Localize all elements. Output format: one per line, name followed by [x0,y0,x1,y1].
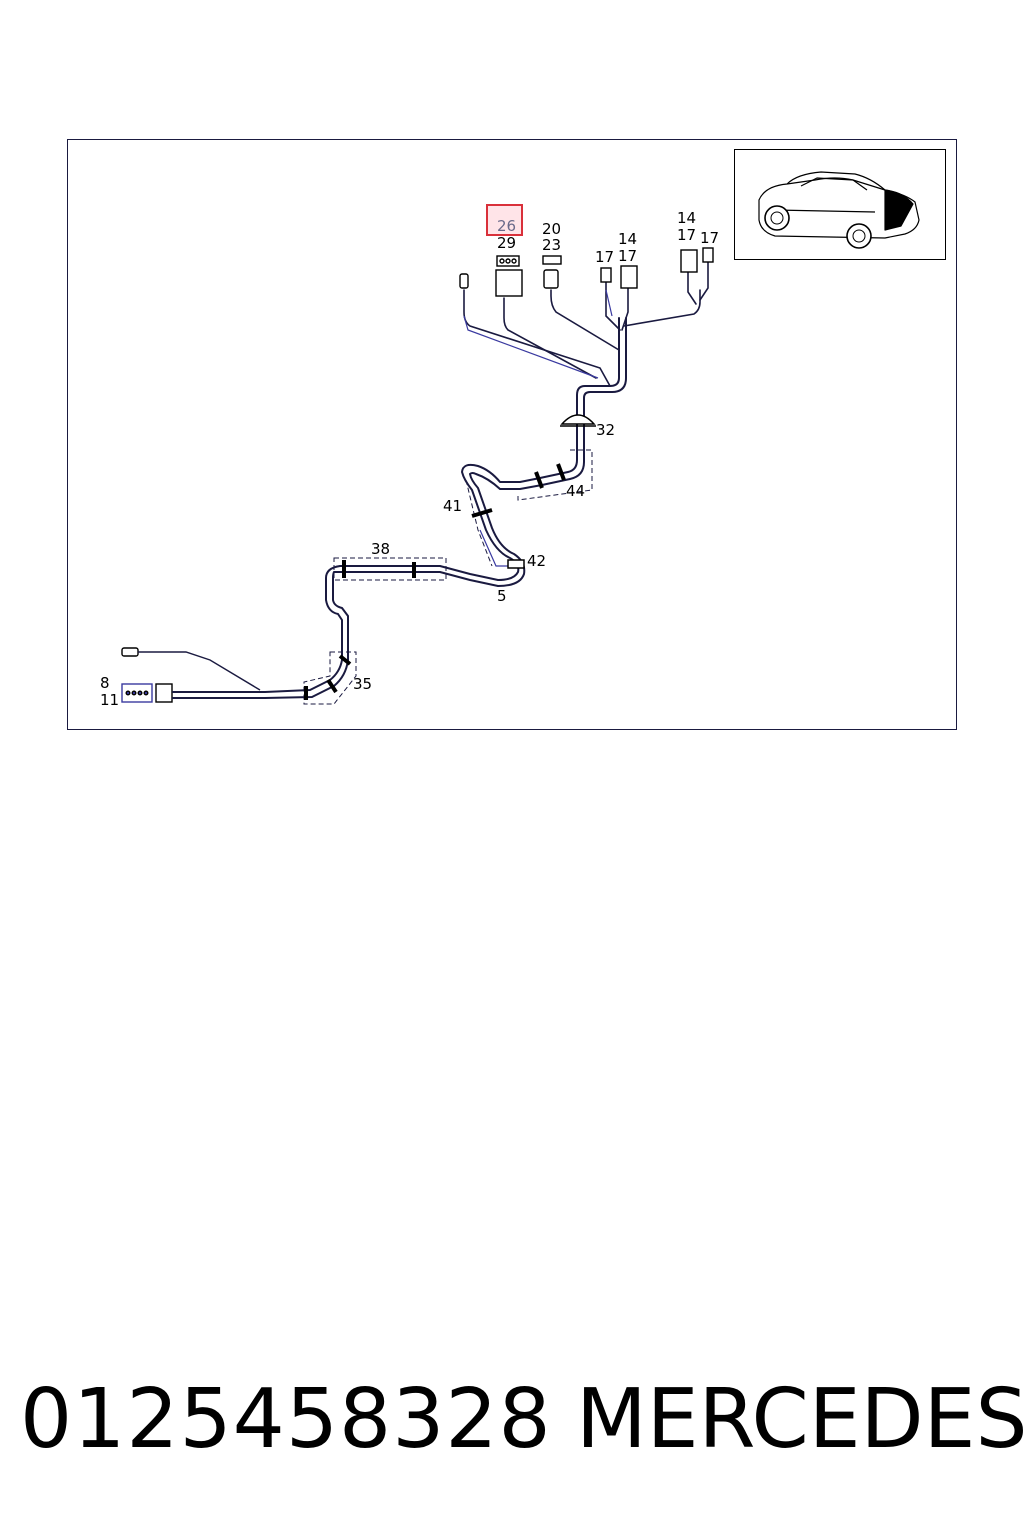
callout-14a: 14 [618,230,637,248]
callout-11: 11 [100,691,119,709]
callout-8: 8 [100,674,110,692]
diagram-frame [67,139,957,730]
callout-29: 29 [497,234,516,252]
callout-17c: 17 [677,226,696,244]
callout-35: 35 [353,675,372,693]
harness-trunk [264,317,627,699]
wiring-harness-diagram: 26 29 20 23 17 14 17 14 17 17 32 44 41 4… [100,204,719,709]
callout-17a: 17 [595,248,614,266]
callout-44: 44 [566,482,585,500]
highlight-box [486,204,523,236]
callout-38: 38 [371,540,390,558]
callout-5: 5 [497,587,507,605]
car-illustration [758,171,920,249]
callout-17b: 17 [618,247,637,265]
callout-14b: 14 [677,209,696,227]
cable-clips [304,463,566,700]
top-connectors [459,247,714,297]
callout-32: 32 [596,421,615,439]
callout-17d: 17 [700,229,719,247]
callout-20: 20 [542,220,561,238]
part-number: 0125458328 [20,1372,552,1467]
callout-41: 41 [443,497,462,515]
footer: 0125458328 MERCEDES [0,1370,1024,1470]
bottom-connectors [121,647,265,703]
routing-guides [303,449,593,705]
callout-23: 23 [542,236,561,254]
connector-42 [507,559,525,569]
callout-42: 42 [527,552,546,570]
callout-labels: 26 29 20 23 17 14 17 14 17 17 32 44 41 4… [100,209,719,709]
callout-26: 26 [497,217,516,235]
brand-name: MERCEDES [576,1372,1024,1467]
vehicle-inset [734,149,946,260]
grommet-32 [560,414,596,427]
